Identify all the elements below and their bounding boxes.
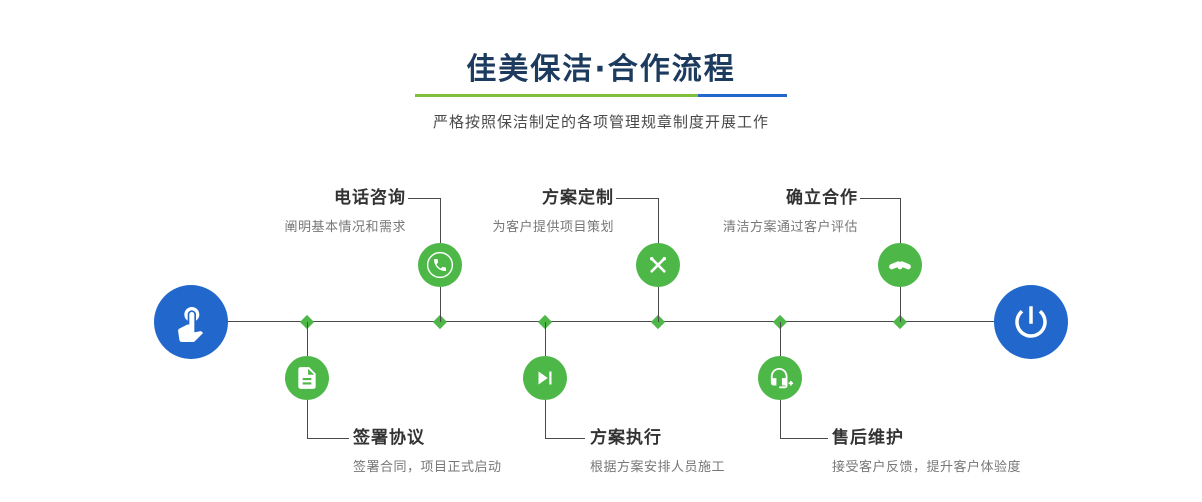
connector-line [440,287,441,322]
step-desc: 签署合同，项目正式启动 [353,460,502,475]
step-plan-custom: 方案定制 为客户提供项目策划 [404,187,614,235]
step-node-execute [523,356,567,400]
connector-line [545,438,585,439]
step-node-design [636,243,680,287]
step-node-document [285,356,329,400]
step-title: 方案定制 [542,188,614,208]
connector-line [408,198,440,199]
step-desc: 阐明基本情况和需求 [284,220,406,235]
title-divider [415,94,787,97]
timeline-line [191,321,1031,322]
page-subtitle: 严格按照保洁制定的各项管理规章制度开展工作 [432,113,769,131]
step-desc: 根据方案安排人员施工 [590,460,726,475]
handshake-icon [886,251,914,279]
page-title: 佳美保洁·合作流程 [466,52,736,87]
divider-blue-segment [697,94,787,97]
connector-line [307,400,308,438]
play-next-icon [532,365,558,391]
step-title: 方案执行 [590,428,662,448]
headset-plus-icon [767,365,794,392]
step-sign-agreement: 签署协议 签署合同，项目正式启动 [353,427,563,475]
connector-line [307,322,308,356]
connector-line [616,198,658,199]
connector-line [900,287,901,322]
divider-green-segment [415,94,698,97]
timeline-start-node [154,285,228,359]
connector-line [545,322,546,356]
step-phone-consult: 电话咨询 阐明基本情况和需求 [196,187,406,235]
step-node-phone [418,243,462,287]
connector-line [307,438,349,439]
document-icon [294,365,320,391]
step-title: 确立合作 [786,188,858,208]
step-node-handshake [878,243,922,287]
timeline-end-node [994,285,1068,359]
power-icon [1010,301,1052,343]
step-aftersales: 售后维护 接受客户反馈，提升客户体验度 [832,427,1042,475]
connector-line [780,438,828,439]
step-title: 签署协议 [353,428,425,448]
connector-line [440,198,441,243]
step-establish-coop: 确立合作 清洁方案通过客户评估 [648,187,858,235]
connector-line [780,400,781,438]
step-title: 售后维护 [832,428,904,448]
connector-line [658,287,659,322]
phone-icon [426,251,454,279]
step-desc: 清洁方案通过客户评估 [722,220,858,235]
connector-line [658,198,659,243]
connector-line [780,322,781,356]
hand-pointer-icon [171,302,211,342]
step-desc: 为客户提供项目策划 [492,220,614,235]
step-title: 电话咨询 [334,188,406,208]
connector-line [860,198,900,199]
connector-line [545,400,546,438]
connector-line [900,198,901,243]
step-desc: 接受客户反馈，提升客户体验度 [832,460,1022,475]
step-plan-execution: 方案执行 根据方案安排人员施工 [590,427,800,475]
design-tools-icon [645,252,671,278]
step-node-aftersales [758,356,802,400]
